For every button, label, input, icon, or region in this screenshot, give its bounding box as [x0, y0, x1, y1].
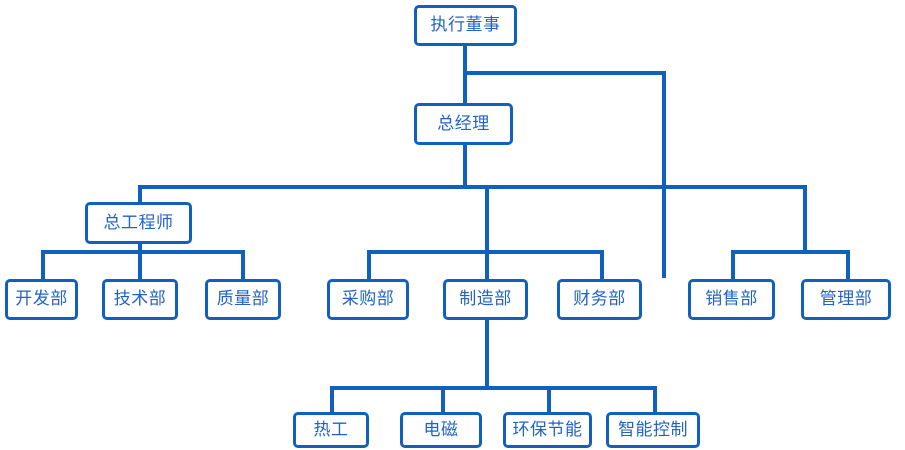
connector-to-procurement-dept — [367, 250, 371, 280]
connector-exec-down — [463, 45, 467, 75]
node-label-technology-dept: 技术部 — [113, 289, 167, 309]
connector-to-quality-dept — [241, 250, 245, 280]
node-thermal-unit[interactable]: 热工 — [293, 412, 369, 448]
connector-to-manufacturing-dept — [485, 250, 489, 280]
connector-to-energy-saving-unit — [547, 386, 551, 413]
connector-manufacturing-down — [485, 320, 489, 388]
connector-exec-right-trunk — [662, 71, 666, 278]
node-technology-dept[interactable]: 技术部 — [102, 279, 178, 320]
connector-main-bus — [138, 185, 807, 189]
connector-to-thermal-unit — [330, 386, 334, 413]
node-label-chief-engineer: 总工程师 — [103, 212, 174, 233]
connector-bus-to-right-group — [803, 185, 807, 252]
node-label-intelligent-control-unit: 智能控制 — [618, 419, 688, 440]
node-label-development-dept: 开发部 — [15, 289, 68, 309]
connector-exec-branch-horizontal — [463, 71, 666, 75]
node-exec-director[interactable]: 执行董事 — [414, 5, 517, 46]
node-quality-dept[interactable]: 质量部 — [205, 279, 281, 320]
node-chief-engineer[interactable]: 总工程师 — [85, 202, 192, 244]
node-label-finance-dept: 财务部 — [573, 289, 626, 309]
node-manufacturing-dept[interactable]: 制造部 — [443, 279, 528, 320]
connector-chief-engineer-down — [138, 243, 142, 254]
node-label-procurement-dept: 采购部 — [341, 289, 395, 309]
connector-exec-to-manager — [463, 71, 467, 104]
connector-units-bus — [330, 386, 657, 390]
connector-to-electromagnetic-unit — [441, 386, 445, 413]
node-label-manufacturing-dept: 制造部 — [459, 289, 512, 309]
connector-bus-to-chief-engineer — [138, 185, 142, 203]
connector-to-technology-dept — [138, 250, 142, 280]
connector-to-intelligent-control-unit — [653, 386, 657, 413]
connector-to-development-dept — [41, 250, 45, 280]
node-general-manager[interactable]: 总经理 — [414, 103, 513, 145]
node-energy-saving-unit[interactable]: 环保节能 — [503, 412, 592, 448]
node-finance-dept[interactable]: 财务部 — [557, 279, 642, 320]
node-label-management-dept: 管理部 — [819, 289, 873, 309]
node-procurement-dept[interactable]: 采购部 — [327, 279, 409, 320]
node-label-exec-director: 执行董事 — [430, 15, 501, 35]
node-label-quality-dept: 质量部 — [216, 289, 270, 309]
node-label-electromagnetic-unit: 电磁 — [423, 419, 459, 440]
connector-to-finance-dept — [600, 250, 604, 280]
node-intelligent-control-unit[interactable]: 智能控制 — [606, 412, 700, 448]
connector-to-management-dept — [846, 250, 850, 280]
node-label-general-manager: 总经理 — [437, 113, 490, 134]
connector-right-group-bus — [731, 250, 850, 254]
connector-manager-down — [463, 144, 467, 187]
node-sales-dept[interactable]: 销售部 — [688, 279, 775, 320]
node-label-sales-dept: 销售部 — [705, 289, 758, 309]
node-label-thermal-unit: 热工 — [313, 419, 349, 440]
node-management-dept[interactable]: 管理部 — [801, 279, 891, 320]
connector-to-sales-dept — [731, 250, 735, 280]
connector-chief-engineer-bus — [41, 250, 245, 254]
node-electromagnetic-unit[interactable]: 电磁 — [400, 412, 482, 448]
node-label-energy-saving-unit: 环保节能 — [512, 419, 583, 440]
node-development-dept[interactable]: 开发部 — [5, 279, 78, 320]
connector-bus-to-middle-group — [485, 185, 489, 252]
